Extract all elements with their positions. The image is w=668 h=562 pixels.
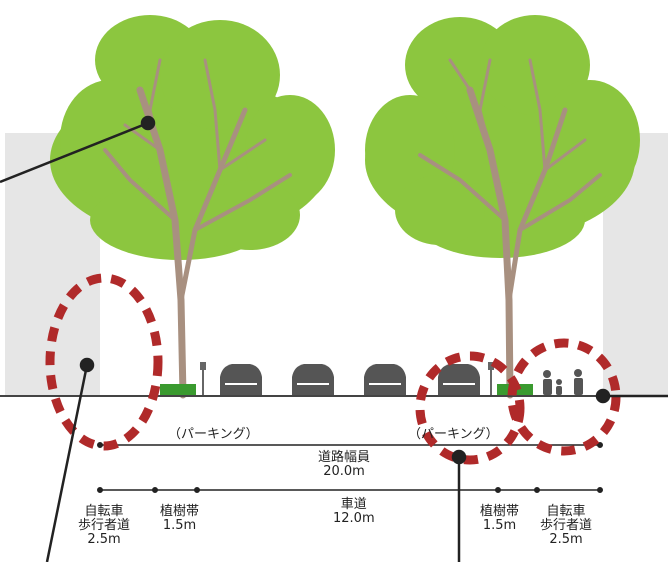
right-parking-meter — [488, 362, 494, 395]
callout-dot — [451, 449, 467, 465]
left-planting-label: 植樹帯 1.5m — [160, 505, 199, 533]
left-sidewalk-label: 自転車 歩行者道 2.5m — [78, 505, 130, 547]
right-planting-label: 植樹帯 1.5m — [480, 505, 519, 533]
segment-dimension — [97, 487, 603, 493]
carriageway-title: 車道 — [340, 497, 367, 512]
parking-left-label: （パーキング） — [168, 427, 259, 442]
left-sidewalk-line1: 自転車 — [84, 504, 124, 519]
road-width-value: 20.0m — [323, 464, 365, 479]
road-width-title: 道路幅員 — [318, 450, 371, 465]
road-width-dimension — [97, 442, 603, 448]
left-sidewalk-value: 2.5m — [87, 532, 121, 547]
right-sidewalk-line1: 自転車 — [546, 504, 586, 519]
callout-line — [45, 364, 89, 562]
right-planting-title: 植樹帯 — [480, 504, 520, 519]
highlight-right-parking — [415, 351, 525, 465]
callout-dot — [79, 357, 95, 373]
highlight-left-sidewalk — [45, 273, 163, 451]
road-width-label: 道路幅員 20.0m — [318, 451, 370, 479]
left-planting-value: 1.5m — [162, 518, 197, 533]
right-tree — [365, 15, 640, 399]
car — [292, 364, 334, 395]
car — [220, 364, 262, 395]
right-sidewalk-value: 2.5m — [549, 532, 583, 547]
right-sidewalk-label: 自転車 歩行者道 2.5m — [540, 505, 592, 547]
carriageway-label: 車道 12.0m — [333, 498, 375, 526]
callout-line — [0, 121, 149, 184]
left-sidewalk-line2: 歩行者道 — [78, 518, 131, 533]
car — [364, 364, 406, 395]
right-sidewalk-line2: 歩行者道 — [540, 518, 593, 533]
pedestrians — [543, 369, 583, 395]
callout-dot — [140, 115, 156, 131]
callout-dot — [595, 388, 611, 404]
parking-right-label: （パーキング） — [408, 427, 499, 442]
car — [438, 364, 480, 395]
carriageway-value: 12.0m — [333, 511, 375, 526]
left-tree — [50, 15, 335, 399]
left-planting-title: 植樹帯 — [160, 504, 200, 519]
left-planter — [160, 384, 196, 395]
right-planting-value: 1.5m — [482, 518, 517, 533]
left-parking-meter — [200, 362, 206, 395]
